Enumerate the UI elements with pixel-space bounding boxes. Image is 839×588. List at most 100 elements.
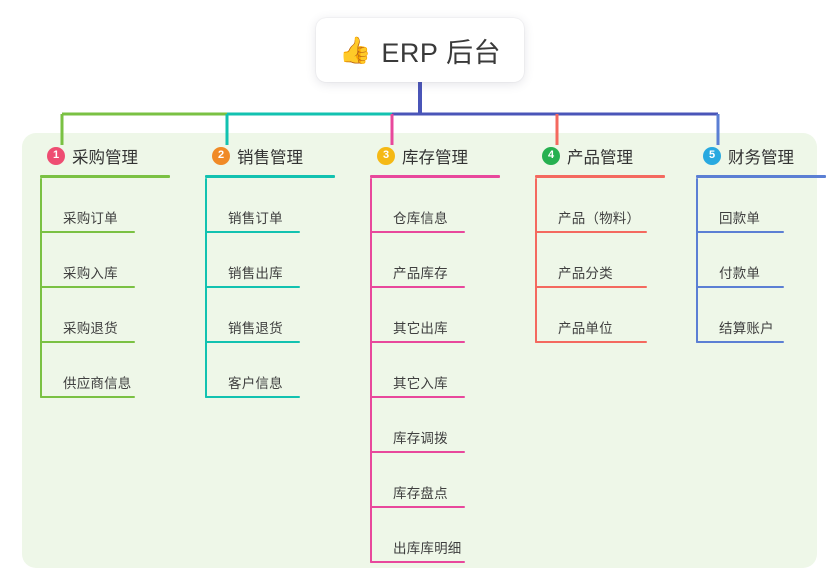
branch-item-label: 采购入库 [63, 266, 118, 281]
thumbs-up-icon: 👍 [339, 35, 372, 65]
branch-title: 采购管理 [72, 148, 138, 167]
branch-item-list: 采购订单采购入库采购退货供应商信息 [35, 178, 200, 398]
branch-item-underline [205, 341, 300, 343]
branch-header-1[interactable]: 1 采购管理 [35, 133, 200, 178]
branch-spine [535, 178, 537, 343]
branch-item-underline [40, 341, 135, 343]
branch-number-badge: 3 [377, 146, 395, 165]
branch-number-badge: 1 [47, 146, 65, 165]
branch-item-underline [370, 231, 465, 233]
branch-item[interactable]: 其它入库 [365, 343, 530, 398]
branch-number-badge: 5 [703, 146, 721, 165]
branch-item-label: 销售订单 [228, 211, 283, 226]
branch-item-underline [40, 286, 135, 288]
branch-item-label: 产品库存 [393, 266, 448, 281]
branch-item-underline [40, 231, 135, 233]
branch-item-underline [696, 341, 784, 343]
branch-item-underline [40, 396, 135, 398]
branch-item-label: 客户信息 [228, 376, 283, 391]
branch-item-label: 回款单 [719, 211, 761, 226]
branch-item-label: 销售出库 [228, 266, 283, 281]
branch-item-underline [370, 561, 465, 563]
branch-title: 产品管理 [567, 148, 633, 167]
branch-column-3: 3 库存管理仓库信息产品库存其它出库其它入库库存调拨库存盘点出库库明细 [365, 133, 530, 563]
branch-item-label: 库存盘点 [393, 486, 448, 501]
branch-item[interactable]: 其它出库 [365, 288, 530, 343]
branch-header-underline [40, 175, 170, 178]
branch-item-underline [696, 231, 784, 233]
branch-spine [696, 178, 698, 343]
branch-header-5[interactable]: 5 财务管理 [691, 133, 839, 178]
branch-item-label: 产品分类 [558, 266, 613, 281]
branch-item[interactable]: 采购订单 [35, 178, 200, 233]
branch-item-underline [370, 451, 465, 453]
branch-header-underline [696, 175, 826, 178]
branch-item-underline [535, 231, 647, 233]
branch-header-3[interactable]: 3 库存管理 [365, 133, 530, 178]
branch-item[interactable]: 采购入库 [35, 233, 200, 288]
branch-item[interactable]: 产品（物料） [530, 178, 695, 233]
diagram-panel [22, 133, 817, 568]
branch-number-badge: 2 [212, 146, 230, 165]
branch-header-underline [535, 175, 665, 178]
branch-item[interactable]: 仓库信息 [365, 178, 530, 233]
branch-item-underline [535, 286, 647, 288]
branch-item[interactable]: 库存盘点 [365, 453, 530, 508]
branch-item[interactable]: 回款单 [691, 178, 839, 233]
branch-item-underline [370, 286, 465, 288]
branch-item-label: 出库库明细 [393, 541, 462, 556]
branch-item-underline [205, 286, 300, 288]
branch-item-underline [370, 341, 465, 343]
branch-item[interactable]: 采购退货 [35, 288, 200, 343]
branch-title: 库存管理 [402, 148, 468, 167]
branch-spine [370, 178, 372, 563]
branch-item[interactable]: 产品单位 [530, 288, 695, 343]
branch-item[interactable]: 库存调拨 [365, 398, 530, 453]
branch-item[interactable]: 出库库明细 [365, 508, 530, 563]
branch-item[interactable]: 供应商信息 [35, 343, 200, 398]
branch-item-label: 库存调拨 [393, 431, 448, 446]
root-node[interactable]: 👍 ERP 后台 [316, 18, 524, 82]
branch-item-underline [370, 506, 465, 508]
branch-item-label: 其它出库 [393, 321, 448, 336]
branch-header-4[interactable]: 4 产品管理 [530, 133, 695, 178]
branch-item-list: 产品（物料） 产品分类产品单位 [530, 178, 695, 343]
branch-item-underline [370, 396, 465, 398]
branch-item-label: 产品（物料） [558, 211, 641, 226]
branch-spine [40, 178, 42, 398]
branch-header-2[interactable]: 2 销售管理 [200, 133, 365, 178]
branch-columns: 1 采购管理采购订单采购入库采购退货供应商信息 2 销售管理销售订单销售出库销售退货客… [22, 133, 826, 568]
branch-item[interactable]: 产品分类 [530, 233, 695, 288]
branch-item-underline [205, 231, 300, 233]
branch-item-underline [205, 396, 300, 398]
branch-item-underline [535, 341, 647, 343]
branch-column-2: 2 销售管理销售订单销售出库销售退货客户信息 [200, 133, 365, 398]
branch-item[interactable]: 销售订单 [200, 178, 365, 233]
branch-item[interactable]: 付款单 [691, 233, 839, 288]
branch-item-label: 采购订单 [63, 211, 118, 226]
branch-column-5: 5 财务管理回款单付款单结算账户 [691, 133, 839, 343]
branch-item-label: 供应商信息 [63, 376, 132, 391]
branch-item-list: 回款单付款单结算账户 [691, 178, 839, 343]
branch-item-label: 销售退货 [228, 321, 283, 336]
branch-number-badge: 4 [542, 146, 560, 165]
branch-item[interactable]: 产品库存 [365, 233, 530, 288]
branch-item-label: 仓库信息 [393, 211, 448, 226]
root-title: ERP 后台 [381, 37, 501, 68]
branch-item[interactable]: 销售出库 [200, 233, 365, 288]
branch-item-label: 采购退货 [63, 321, 118, 336]
branch-item-label: 其它入库 [393, 376, 448, 391]
branch-title: 财务管理 [728, 148, 794, 167]
branch-item[interactable]: 客户信息 [200, 343, 365, 398]
branch-item-label: 付款单 [719, 266, 761, 281]
branch-title: 销售管理 [237, 148, 303, 167]
branch-column-4: 4 产品管理产品（物料） 产品分类产品单位 [530, 133, 695, 343]
branch-item[interactable]: 结算账户 [691, 288, 839, 343]
branch-header-underline [370, 175, 500, 178]
branch-column-1: 1 采购管理采购订单采购入库采购退货供应商信息 [35, 133, 200, 398]
branch-item-label: 产品单位 [558, 321, 613, 336]
branch-item-label: 结算账户 [719, 321, 774, 336]
branch-item[interactable]: 销售退货 [200, 288, 365, 343]
branch-spine [205, 178, 207, 398]
